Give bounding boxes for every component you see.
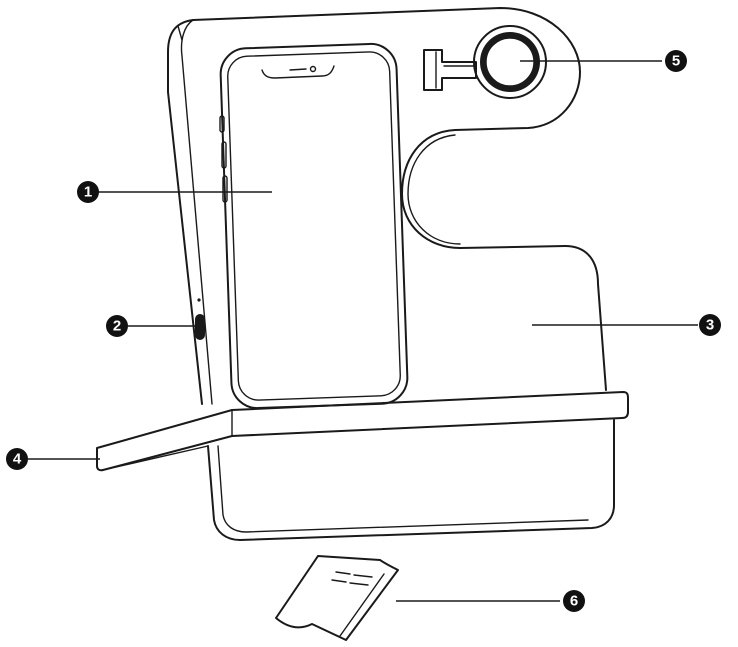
usb-c-port	[195, 298, 205, 340]
watch-charger	[423, 25, 547, 99]
callout-1-number: 1	[84, 184, 92, 201]
callout-3-number: 3	[706, 317, 714, 334]
base-pad	[207, 419, 615, 541]
callout-4: 4	[6, 448, 28, 470]
kickstand	[96, 391, 629, 472]
callout-2: 2	[106, 315, 128, 337]
callout-2-number: 2	[113, 318, 121, 335]
phone	[219, 42, 409, 410]
callout-6-number: 6	[570, 593, 578, 610]
leader-lines	[28, 60, 698, 602]
callout-3: 3	[699, 314, 721, 336]
callout-1: 1	[77, 181, 99, 203]
user-manual-booklet	[275, 555, 399, 641]
callout-4-number: 4	[13, 451, 22, 468]
callout-5: 5	[665, 50, 687, 72]
dock-body	[167, 7, 607, 405]
callout-6: 6	[563, 590, 585, 612]
callout-5-number: 5	[672, 53, 680, 70]
